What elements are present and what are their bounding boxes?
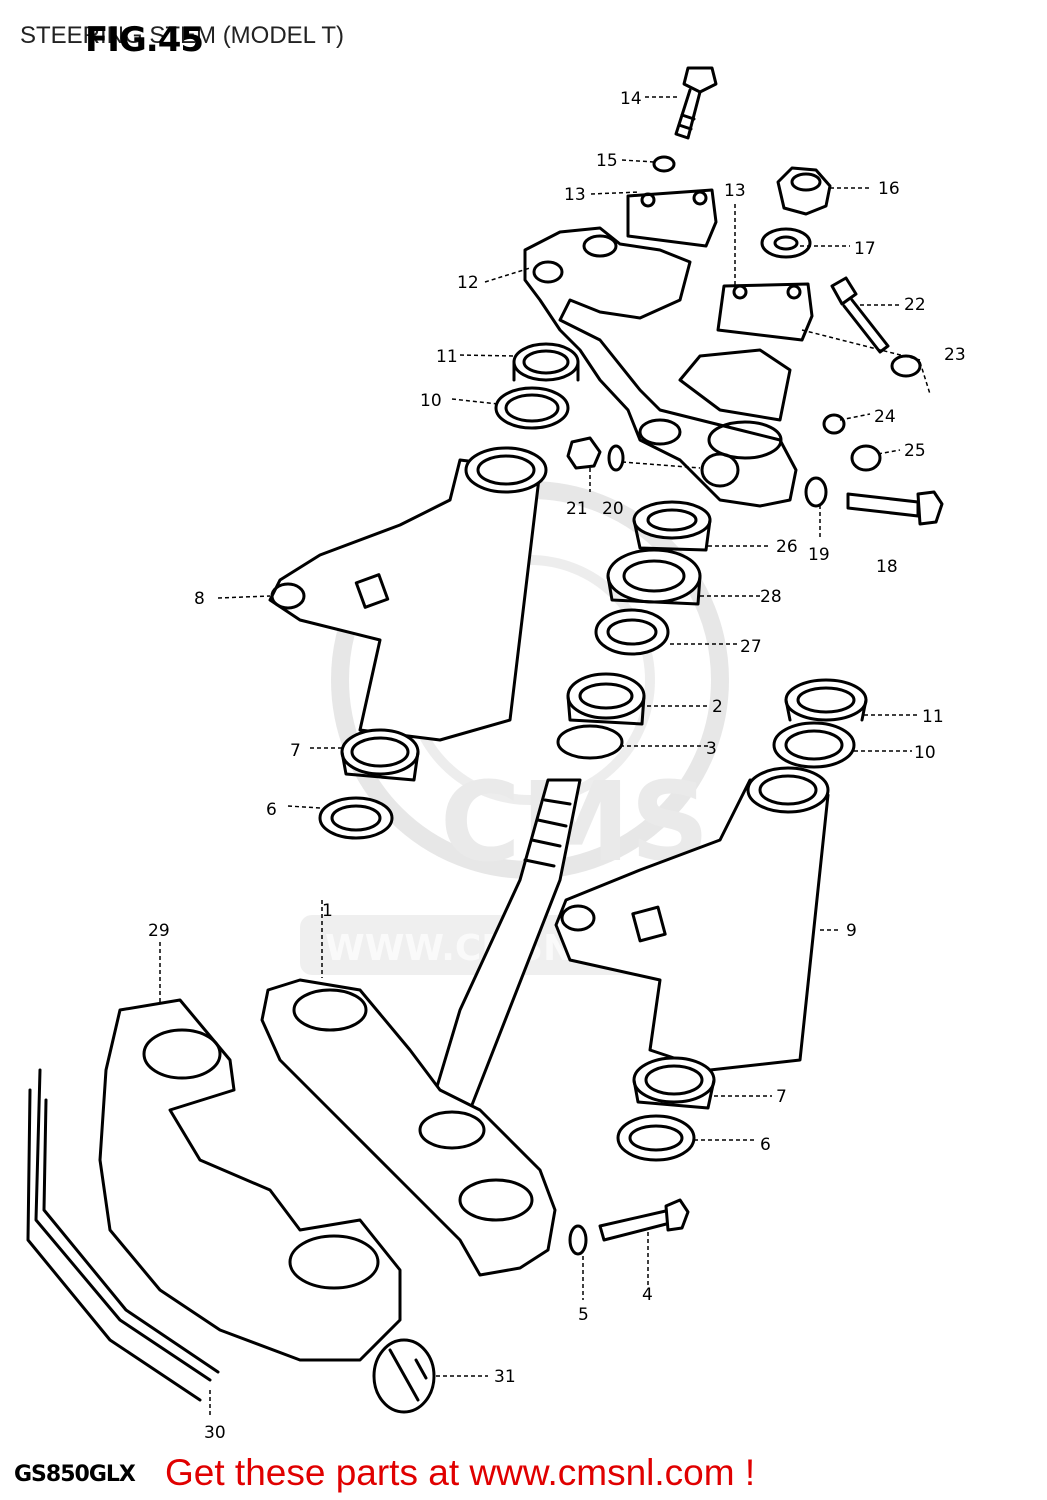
leader-lines: [159, 96, 931, 1418]
ring-6-left: [318, 796, 394, 840]
callout-20: 20: [602, 499, 624, 519]
promo-link[interactable]: Get these parts at www.cmsnl.com !: [165, 1452, 756, 1493]
callout-17: 17: [854, 239, 876, 259]
callout-29: 29: [148, 921, 170, 941]
steering-stem-1: [260, 778, 582, 1277]
callout-28: 28: [760, 587, 782, 607]
washer-15: [652, 155, 676, 173]
fork-tube-holder-9: [554, 766, 830, 1072]
callout-6-right: 6: [760, 1135, 771, 1155]
handlebar-holder-right: [716, 282, 814, 342]
callout-13-left: 13: [564, 185, 586, 205]
upper-bracket-12: [523, 226, 798, 508]
callout-14: 14: [620, 89, 642, 109]
callout-15: 15: [596, 151, 618, 171]
callout-24: 24: [874, 407, 896, 427]
callout-3: 3: [706, 739, 717, 759]
callout-23: 23: [944, 345, 966, 365]
ring-11-upper: [512, 342, 580, 382]
callout-31: 31: [494, 1367, 516, 1387]
callout-26: 26: [776, 537, 798, 557]
model-code: GS850GLX: [14, 1462, 136, 1487]
callout-11-upper: 11: [436, 347, 458, 367]
callout-27: 27: [740, 637, 762, 657]
callout-22: 22: [904, 295, 926, 315]
bearing-2: [566, 672, 646, 726]
ring-6-right: [616, 1114, 696, 1162]
washer-17: [760, 227, 812, 259]
figure-number: FIG.45: [85, 20, 204, 60]
ring-10-right: [772, 721, 856, 769]
callout-4: 4: [642, 1285, 653, 1305]
callout-13-right: 13: [724, 181, 746, 201]
callout-10-upper: 10: [420, 391, 442, 411]
callout-16: 16: [878, 179, 900, 199]
callout-11-right: 11: [922, 707, 944, 727]
nut-24: [822, 413, 846, 435]
bolt-4: [598, 1198, 690, 1242]
page-title: STEERING STEM (MODEL T): [20, 22, 345, 49]
cap-31: [372, 1338, 436, 1414]
washer-19: [804, 476, 828, 508]
callout-7-left: 7: [290, 741, 301, 761]
ring-11-right: [784, 678, 868, 722]
washer-20: [607, 444, 625, 472]
washer-5: [568, 1224, 588, 1256]
handlebar-holder-upper: [626, 188, 718, 248]
callout-10-right: 10: [914, 743, 936, 763]
fork-tube-holder-8: [268, 446, 548, 742]
ring-10-upper: [494, 386, 570, 430]
callout-labels: 1 2 3 4 5 6 6 7 7 8 9 10 10 11 11 12 13 …: [148, 89, 966, 1443]
callout-12: 12: [457, 273, 479, 293]
callout-25: 25: [904, 441, 926, 461]
callout-9: 9: [846, 921, 857, 941]
seal-28: [606, 548, 702, 606]
race-3: [556, 724, 624, 760]
callout-8: 8: [194, 589, 205, 609]
cap-nut-25: [850, 444, 882, 472]
callout-21: 21: [566, 499, 588, 519]
bolt-18: [846, 490, 944, 526]
nut-26: [632, 500, 712, 552]
callout-2: 2: [712, 697, 723, 717]
stem-cover-29: [26, 998, 402, 1402]
bolt-14: [674, 66, 718, 140]
nut-21: [566, 436, 602, 470]
callout-7-right: 7: [776, 1087, 787, 1107]
callout-19: 19: [808, 545, 830, 565]
stem-nut-16: [776, 166, 832, 216]
callout-6-left: 6: [266, 800, 277, 820]
callout-5: 5: [578, 1305, 589, 1325]
bearing-27: [594, 608, 670, 656]
callout-18: 18: [876, 557, 898, 577]
ring-7-left: [340, 728, 420, 782]
washer-23: [890, 354, 922, 378]
callout-30: 30: [204, 1423, 226, 1443]
callout-1: 1: [322, 901, 333, 921]
bolt-22: [830, 276, 890, 354]
ring-7-right: [632, 1056, 716, 1110]
